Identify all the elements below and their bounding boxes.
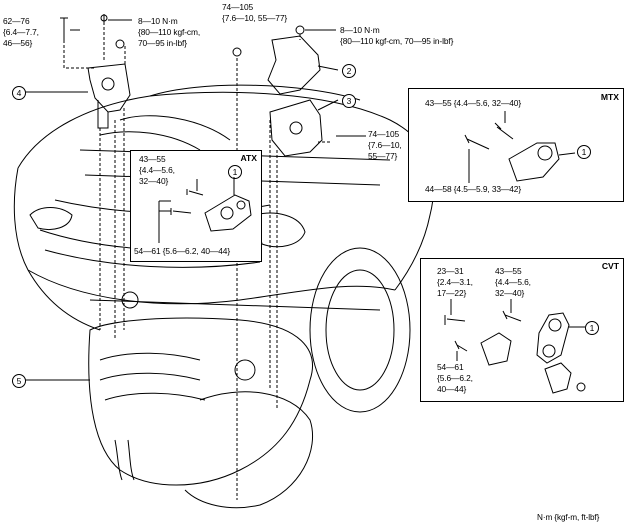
headlight-outline [254, 212, 306, 248]
torque-label: 46—56} [3, 38, 33, 48]
callout-3: 3 [342, 94, 356, 108]
bolt [170, 208, 192, 215]
tire [309, 247, 411, 413]
pipe [114, 439, 135, 481]
atx-part-drawing [158, 177, 252, 243]
engine-block [88, 317, 313, 486]
torque-label: {7.6—10, 55—77} [222, 13, 288, 23]
nut [576, 382, 586, 392]
mount-hole [289, 121, 303, 135]
hood-outline [17, 91, 435, 291]
torque-label: {7.6—10, [368, 140, 402, 150]
torque-label: 23—31 [437, 266, 464, 276]
units-note: N·m {kgf-m, ft-lbf} [537, 513, 600, 522]
torque-label: {6.4—7.7, [3, 27, 39, 37]
mtx-part-drawing [464, 111, 576, 183]
callout-4: 4 [12, 86, 26, 100]
torque-label: {5.6—6.2, [437, 373, 473, 383]
bolt [454, 340, 468, 352]
engine-detail [234, 359, 256, 381]
cvt-callout-1: 1 [585, 321, 599, 335]
hose [99, 131, 201, 151]
hose [119, 115, 231, 141]
torque-label: 74—105 [368, 129, 400, 139]
left-fender-outline [13, 167, 101, 331]
transaxle-housing [184, 391, 314, 509]
torque-label: 54—61 [437, 362, 464, 372]
callout-2: 2 [342, 64, 356, 78]
torque-label: {80—110 kgf-cm, 70—95 in-lbf} [340, 36, 454, 46]
torque-label: 70—95 in-lbf} [138, 38, 187, 48]
torque-label: 54—61 {5.6—6.2, 40—44} [134, 246, 231, 256]
torque-label: {4.4—5.6, [139, 165, 175, 175]
mtx-title: MTX [600, 92, 619, 102]
bolt [494, 122, 514, 140]
tire-inner [325, 269, 395, 391]
torque-label: 32—40} [139, 176, 169, 186]
torque-label: 43—55 [495, 266, 522, 276]
torque-label: 8—10 N·m [138, 16, 178, 26]
cvt-title: CVT [601, 261, 619, 271]
bolt [60, 17, 68, 40]
nut [232, 47, 242, 57]
nut [100, 14, 108, 22]
front-bumper [27, 269, 396, 305]
mtx-inset: MTX 43—55 {4.4—5.6, 32—40} 44—58 {4.5—5.… [408, 88, 624, 202]
torque-label: 43—55 [139, 154, 166, 164]
engine-mount-1 [508, 142, 560, 182]
nut [295, 25, 305, 35]
cvt-inset: CVT 23—31 {2.4—3.1, 17—22} 43—55 {4.4—5.… [420, 258, 624, 402]
intake-manifold [99, 352, 206, 401]
callout-5: 5 [12, 374, 26, 388]
headlight-outline [29, 207, 73, 230]
mtx-callout-1: 1 [577, 145, 591, 159]
engine-mount-3 [269, 99, 323, 157]
bolt [464, 134, 490, 150]
torque-label: {2.4—3.1, [437, 277, 473, 287]
atx-callout-1: 1 [228, 165, 242, 179]
torque-label: 32—40} [495, 288, 525, 298]
grille-line [44, 249, 261, 268]
nut [115, 39, 125, 49]
mount-bracket [97, 100, 109, 129]
cvt-bracket [544, 362, 572, 394]
engine-mount-1 [204, 194, 252, 232]
torque-label: 40—44} [437, 384, 467, 394]
bracket-2 [267, 35, 321, 95]
atx-inset: ATX 43—55 {4.4—5.6, 32—40} 1 54—61 {5.6—… [130, 150, 262, 262]
cvt-part-drawing [444, 299, 586, 394]
torque-label: 43—55 {4.4—5.6, 32—40} [425, 98, 522, 108]
torque-label: 17—22} [437, 288, 467, 298]
atx-title: ATX [240, 153, 257, 163]
bolt [444, 315, 466, 325]
engine-detail [121, 291, 139, 309]
engine-mount-1 [536, 312, 570, 364]
windshield-cowl [149, 84, 361, 101]
engine-mount-4 [87, 63, 131, 113]
torque-label: 74—105 [222, 2, 254, 12]
mount-hole [101, 77, 115, 91]
torque-label: 44—58 {4.5—5.9, 33—42} [425, 184, 522, 194]
torque-label: 62—76 [3, 16, 30, 26]
torque-label: 8—10 N·m [340, 25, 380, 35]
cvt-bracket [480, 332, 512, 366]
bolt [186, 189, 204, 196]
torque-label: {4.4—5.6, [495, 277, 531, 287]
bolt [502, 310, 522, 322]
torque-label: {80—110 kgf-cm, [138, 27, 201, 37]
torque-label: 55—77} [368, 151, 398, 161]
